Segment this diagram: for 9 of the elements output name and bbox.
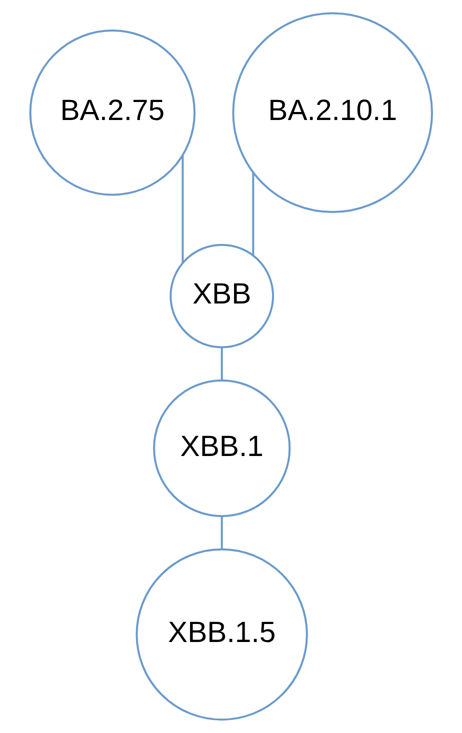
node-circle: XBB bbox=[170, 244, 274, 348]
connector bbox=[182, 155, 184, 263]
connector bbox=[252, 172, 254, 256]
connector bbox=[220, 516, 223, 550]
node-circle: BA.2.75 bbox=[29, 30, 196, 196]
node-circle: XBB.1.5 bbox=[136, 548, 308, 721]
connector bbox=[220, 347, 223, 380]
node-circle: BA.2.10.1 bbox=[232, 12, 433, 214]
node-circle: XBB.1 bbox=[153, 379, 291, 518]
